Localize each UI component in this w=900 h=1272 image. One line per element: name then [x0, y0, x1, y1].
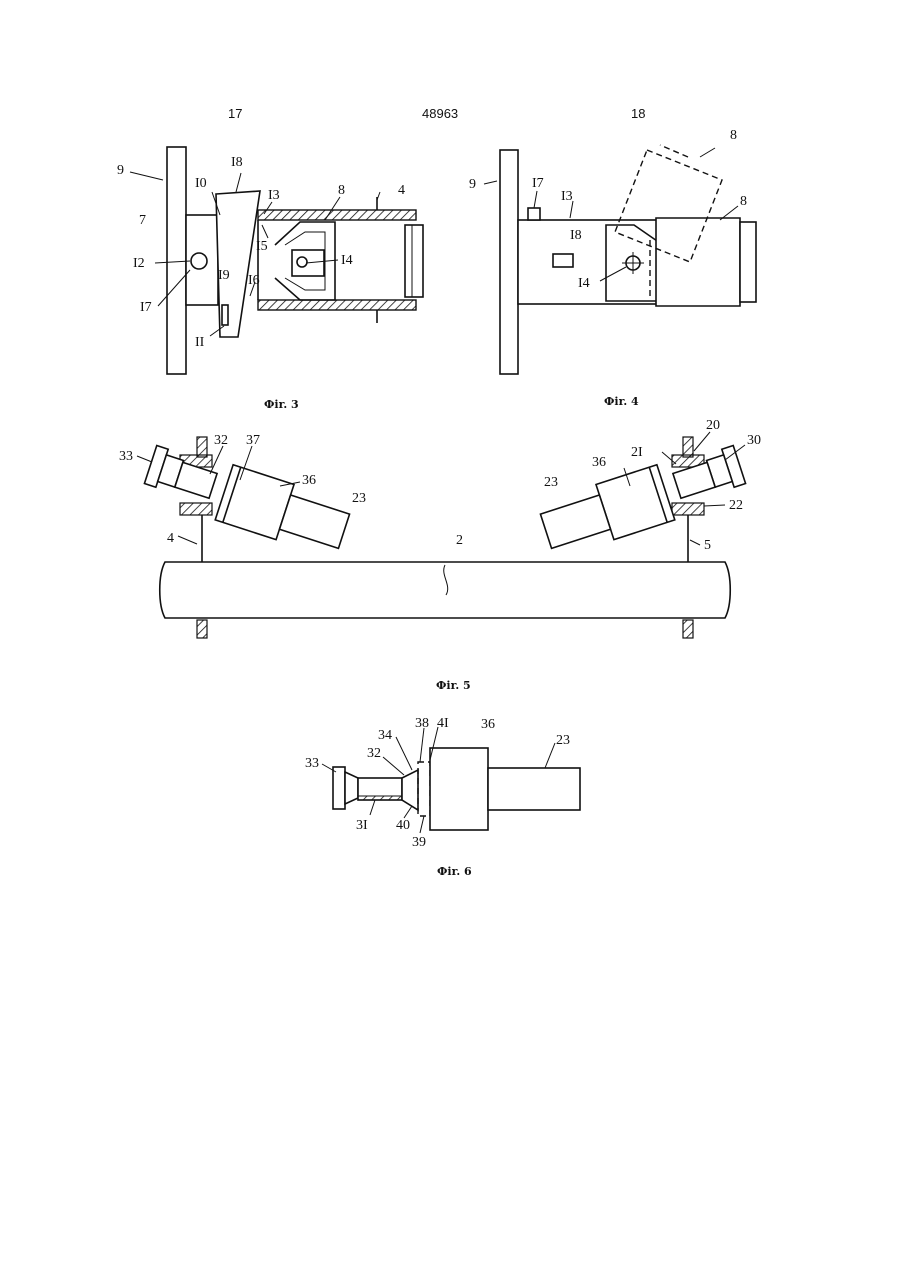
- label-23-left: 23: [352, 491, 366, 506]
- nozzle-head: [430, 748, 488, 830]
- label-40: 40: [396, 818, 410, 833]
- nozzle-flange: [333, 767, 345, 809]
- tube-wall-top: [258, 210, 416, 220]
- label-9: 9: [117, 163, 124, 178]
- label-33: 33: [119, 449, 133, 464]
- label-I8: I8: [231, 155, 243, 170]
- label-I5: I5: [256, 239, 268, 254]
- label-22: 22: [729, 498, 743, 513]
- label-20: 20: [706, 418, 720, 433]
- label-II: II: [195, 335, 205, 350]
- label-33: 33: [305, 756, 319, 771]
- label-I8: I8: [570, 228, 582, 243]
- nozzle-tip: [740, 222, 756, 302]
- label-I0: I0: [195, 176, 207, 191]
- label-36-right: 36: [592, 455, 606, 470]
- label-8-alt: 8: [730, 128, 737, 143]
- label-37: 37: [246, 433, 260, 448]
- label-4I: 4I: [437, 716, 449, 731]
- right-wall: [683, 620, 693, 638]
- nozzle-arm: [488, 768, 580, 810]
- label-23-right: 23: [544, 475, 558, 490]
- nozzle-arm-right: [540, 495, 610, 548]
- nozzle-arm-left: [279, 495, 349, 548]
- label-I2: I2: [133, 256, 145, 271]
- figure-3: 9 7 I2 I7 I0 I8 I3 8 4 I5 I4 I9 I6 II Фi…: [117, 147, 423, 411]
- figure-4: 9 I7 I3 I8 I4 8 8 Фir. 4: [469, 128, 756, 408]
- label-39: 39: [412, 835, 426, 850]
- tube-wall-bottom: [258, 300, 416, 310]
- nozzle-body: [656, 218, 740, 306]
- stop-block: [528, 208, 540, 220]
- left-wall: [197, 620, 207, 638]
- label-30: 30: [747, 433, 761, 448]
- caption-fig-4: Фir. 4: [604, 395, 639, 408]
- label-7: 7: [139, 213, 146, 228]
- label-2: 2: [456, 533, 463, 548]
- label-36: 36: [481, 717, 495, 732]
- label-34: 34: [378, 728, 392, 743]
- label-I7: I7: [140, 300, 152, 315]
- label-36-left: 36: [302, 473, 316, 488]
- wall-plate: [500, 150, 518, 374]
- label-8: 8: [338, 183, 345, 198]
- label-I4: I4: [341, 253, 353, 268]
- figure-5: 33 32 37 36 23 4 2 36 23 20 2I 30 22 5 Ф…: [119, 418, 761, 692]
- label-23: 23: [556, 733, 570, 748]
- pipe: [160, 562, 731, 618]
- label-I3: I3: [561, 189, 573, 204]
- caption-fig-6: Фir. 6: [437, 865, 472, 878]
- label-3I: 3I: [356, 818, 368, 833]
- label-4: 4: [398, 183, 405, 198]
- label-8: 8: [740, 194, 747, 209]
- label-9: 9: [469, 177, 476, 192]
- label-I6: I6: [248, 273, 260, 288]
- tube-end-cap: [405, 225, 423, 297]
- wall-plate: [167, 147, 186, 374]
- label-38: 38: [415, 716, 429, 731]
- caption-fig-5: Фir. 5: [436, 679, 471, 692]
- label-32: 32: [214, 433, 228, 448]
- label-4: 4: [167, 531, 174, 546]
- label-I9: I9: [218, 268, 230, 283]
- label-32: 32: [367, 746, 381, 761]
- caption-fig-3: Фir. 3: [264, 398, 299, 411]
- figure-6: 33 32 34 38 4I 36 23 3I 40 39 Фir. 6: [305, 716, 580, 878]
- label-2I: 2I: [631, 445, 643, 460]
- cone-joint: [402, 770, 418, 810]
- label-I7: I7: [532, 176, 544, 191]
- label-I3: I3: [268, 188, 280, 203]
- label-I4: I4: [578, 276, 590, 291]
- label-5: 5: [704, 538, 711, 553]
